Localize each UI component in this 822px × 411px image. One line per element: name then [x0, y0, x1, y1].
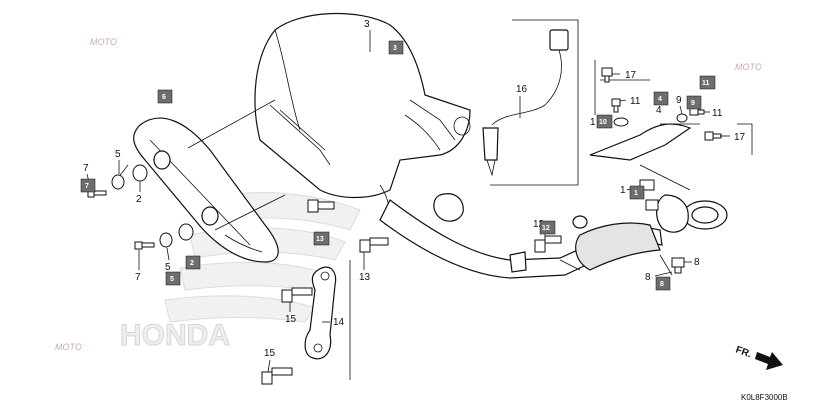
front-arrow-icon: [755, 352, 783, 370]
bolt-7-lower: [134, 241, 155, 250]
callout-7-lower: 7: [135, 272, 141, 283]
boxed-label-12: 12: [539, 220, 556, 235]
bolt-12: [534, 235, 562, 253]
svg-text:13: 13: [316, 236, 324, 243]
callout-5-lower: 5: [165, 262, 171, 273]
clamp-nut-1: [639, 179, 659, 211]
boxed-label-4: 4: [653, 91, 669, 106]
bolt-13-lower: [359, 237, 389, 253]
callout-3: 3: [364, 19, 370, 30]
front-label: FR.: [734, 344, 753, 360]
callout-15-lower: 15: [264, 348, 276, 359]
callout-8-right: 8: [694, 257, 700, 268]
svg-text:12: 12: [542, 225, 550, 232]
washer-5-upper: [111, 174, 125, 190]
callout-11-right: 11: [712, 108, 723, 119]
nut-8: [671, 257, 685, 274]
svg-text:9: 9: [691, 100, 695, 107]
watermark-top-right: MOTO: [735, 62, 762, 72]
grommet-2-upper: [132, 164, 148, 182]
callout-14: 14: [333, 317, 345, 328]
callout-17-right: 17: [734, 132, 746, 143]
grommet-2-lower: [178, 223, 194, 241]
bolt-13-upper: [307, 199, 335, 213]
boxed-label-3: 3: [388, 40, 404, 55]
reference-lines: [117, 19, 753, 380]
boxed-label-10: 10: [596, 114, 613, 129]
callout-16: 16: [516, 84, 528, 95]
honda-wing-logo-background: HONDA: [120, 192, 361, 353]
callout-4: 4: [656, 105, 662, 116]
callout-1-upper: 1: [590, 117, 596, 128]
bolt-15-upper: [281, 287, 313, 303]
callout-13: 13: [359, 272, 371, 283]
callout-9: 9: [676, 95, 682, 106]
callout-5-upper: 5: [115, 149, 121, 160]
watermark-top-left: MOTO: [90, 37, 117, 47]
callout-1-lower: 1: [620, 185, 626, 196]
svg-text:5: 5: [170, 276, 174, 283]
washer-10: [613, 117, 629, 127]
callout-7-upper: 7: [83, 163, 89, 174]
callout-12: 12: [533, 219, 545, 230]
callout-15-upper: 15: [285, 314, 297, 325]
heat-shield-cover: [133, 99, 286, 263]
muffler-body: [254, 12, 471, 226]
callout-17-top: 17: [625, 70, 637, 81]
bolt-17-right: [704, 131, 722, 141]
svg-text:6: 6: [162, 94, 166, 101]
svg-text:10: 10: [599, 119, 607, 126]
boxed-label-8: 8: [655, 276, 671, 291]
svg-text:2: 2: [190, 260, 194, 267]
bolt-11-upper: [611, 98, 621, 113]
exhaust-flange: [639, 164, 728, 276]
washer-5-lower: [159, 232, 173, 248]
honda-logo-text: HONDA: [120, 319, 230, 352]
svg-text:7: 7: [85, 183, 89, 190]
heat-protector-plate: [589, 123, 692, 161]
svg-text:3: 3: [393, 45, 397, 52]
watermark-bottom-left: MOTO: [55, 342, 82, 352]
callout-2-upper: 2: [136, 194, 142, 205]
boxed-label-13: 13: [313, 231, 330, 246]
boxed-label-9: 9: [686, 95, 702, 110]
front-direction-indicator: FR.: [734, 344, 783, 370]
boxed-label-2: 2: [185, 255, 201, 270]
fastener-group: [87, 67, 722, 385]
bolt-15-lower: [261, 367, 293, 385]
exhaust-pipe: [379, 193, 663, 279]
svg-text:4: 4: [658, 96, 662, 103]
callout-11-upper: 11: [630, 96, 641, 107]
oxygen-sensor: [482, 29, 569, 177]
boxed-label-11: 11: [699, 75, 716, 90]
callout-8-left: 8: [645, 272, 651, 283]
boxed-label-1: 1: [629, 185, 645, 200]
boxed-label-7: 7: [80, 178, 96, 193]
bolt-17-top: [601, 67, 613, 83]
diagram-code: K0L8F3000B: [741, 393, 788, 402]
muffler-stay-bracket: [304, 266, 337, 360]
svg-text:8: 8: [660, 281, 664, 288]
boxed-label-5: 5: [165, 271, 181, 286]
washer-9: [676, 113, 688, 123]
callout-labels: 3 16 17 11 9 11 1 4 17 7 5 2 12 1 7 5 13…: [83, 19, 746, 359]
svg-text:1: 1: [634, 190, 638, 197]
boxed-reference-labels: 3 6 7 11 9 4 10 1: [80, 40, 716, 291]
svg-text:11: 11: [702, 80, 710, 87]
boxed-label-6: 6: [157, 89, 173, 104]
